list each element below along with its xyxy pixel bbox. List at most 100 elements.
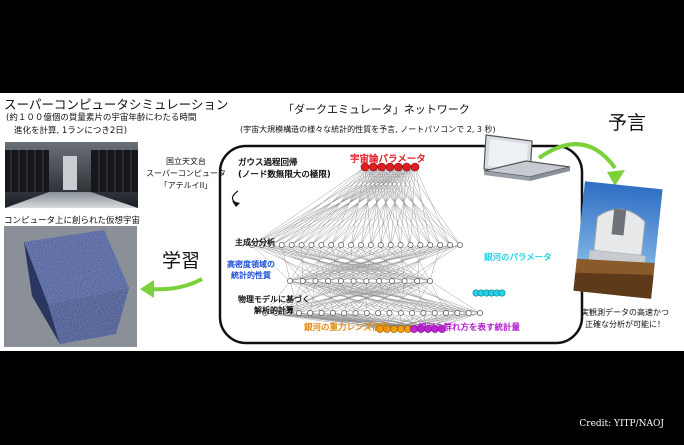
network-edge	[389, 166, 441, 246]
network-edge	[311, 244, 329, 282]
supercomputer-photo	[5, 142, 138, 208]
network-edge	[398, 166, 411, 246]
network-node	[409, 310, 416, 316]
network-edge	[377, 280, 393, 314]
network-edge	[291, 166, 416, 246]
network-node	[401, 278, 408, 284]
cosmo-parameter-node	[385, 162, 395, 172]
network-node	[287, 278, 293, 284]
network-edge	[301, 166, 407, 246]
simulation-title: スーパーコンピュータシミュレーション	[4, 97, 229, 112]
network-edge	[315, 244, 441, 282]
network-edge	[400, 166, 407, 246]
virtual-universe-image	[4, 226, 137, 347]
network-edge	[311, 166, 366, 246]
network-node	[296, 310, 302, 316]
galaxy-parameters-label: 銀河のパラメータ	[484, 253, 552, 263]
network-node	[328, 242, 335, 248]
network-edge	[350, 166, 399, 246]
network-edge	[410, 166, 416, 246]
network-edge	[291, 244, 316, 282]
network-node	[350, 278, 357, 284]
network-edge	[406, 166, 441, 246]
network-node	[299, 278, 306, 284]
virtual-universe-caption: コンピュータ上に創られた仮想宇宙	[4, 216, 141, 226]
network-edge	[315, 280, 379, 314]
network-edge	[315, 244, 381, 282]
network-edge	[360, 166, 407, 246]
network-edge	[364, 166, 431, 246]
network-edge	[417, 244, 421, 282]
network-edge	[328, 280, 435, 314]
network-node	[318, 242, 325, 248]
network-edge	[417, 280, 424, 314]
network-node	[427, 278, 433, 284]
simulation-description: (約１００億個の質量素片の宇宙年齢にわたる時間 進化を計算, 1ランにつき2日)	[6, 113, 197, 136]
network-edge	[271, 244, 303, 282]
network-edge	[327, 244, 342, 282]
network-edge	[315, 280, 345, 314]
network-edge	[264, 280, 291, 314]
network-edge	[291, 244, 354, 282]
network-node	[259, 242, 265, 248]
network-edge	[406, 166, 421, 246]
network-edge	[298, 280, 329, 314]
network-edge	[276, 280, 316, 314]
network-edge	[389, 166, 401, 246]
network-edge	[321, 244, 392, 282]
pca-label: 主成分分析	[235, 238, 275, 247]
network-node	[447, 242, 453, 248]
network-edge	[373, 166, 381, 246]
network-node	[363, 278, 370, 284]
network-edge	[276, 280, 354, 314]
network-edge	[302, 244, 362, 282]
prediction-arrow-icon	[537, 142, 625, 186]
network-node	[358, 242, 364, 248]
network-edge	[328, 244, 461, 282]
network-node	[387, 242, 394, 248]
network-diagram	[218, 144, 584, 345]
network-edge	[289, 280, 300, 314]
network-node	[457, 242, 463, 248]
network-edge	[328, 280, 367, 314]
network-node	[338, 242, 345, 248]
network-edge	[311, 244, 367, 282]
network-edge	[398, 166, 451, 246]
network-edge	[404, 280, 469, 314]
network-edge	[321, 280, 380, 314]
supercomputer-label: 国立天文台 スーパーコンピュータ 「アテルイII」	[146, 157, 226, 190]
network-edge	[302, 244, 421, 282]
network-edge	[289, 244, 342, 282]
network-edge	[328, 244, 401, 282]
network-node	[377, 242, 384, 248]
network-edge	[289, 244, 312, 282]
network-node	[443, 310, 449, 316]
network-edge	[302, 280, 424, 314]
network-edge	[321, 166, 407, 246]
network-edge	[360, 244, 418, 282]
network-edge	[251, 166, 382, 246]
network-edge	[321, 166, 391, 246]
network-node	[477, 310, 483, 316]
network-node	[318, 310, 325, 316]
network-edge	[332, 312, 381, 330]
network-edge	[340, 280, 356, 314]
network-edge	[310, 280, 316, 314]
network-edge	[281, 244, 329, 282]
network-node	[284, 310, 291, 316]
network-edge	[332, 280, 405, 314]
network-node	[325, 278, 332, 284]
network-edge	[302, 280, 322, 314]
network-edge	[350, 166, 366, 246]
network-edge	[271, 166, 416, 246]
network-title: 「ダークエミュレータ」ネットワーク	[283, 103, 470, 116]
network-node	[375, 310, 382, 316]
network-edge	[289, 244, 461, 282]
network-edge	[379, 312, 401, 330]
network-edge	[331, 166, 382, 246]
network-edge	[302, 244, 451, 282]
network-edge	[406, 166, 461, 246]
network-edge	[311, 166, 399, 246]
network-edge	[366, 280, 469, 314]
network-edge	[281, 166, 374, 246]
